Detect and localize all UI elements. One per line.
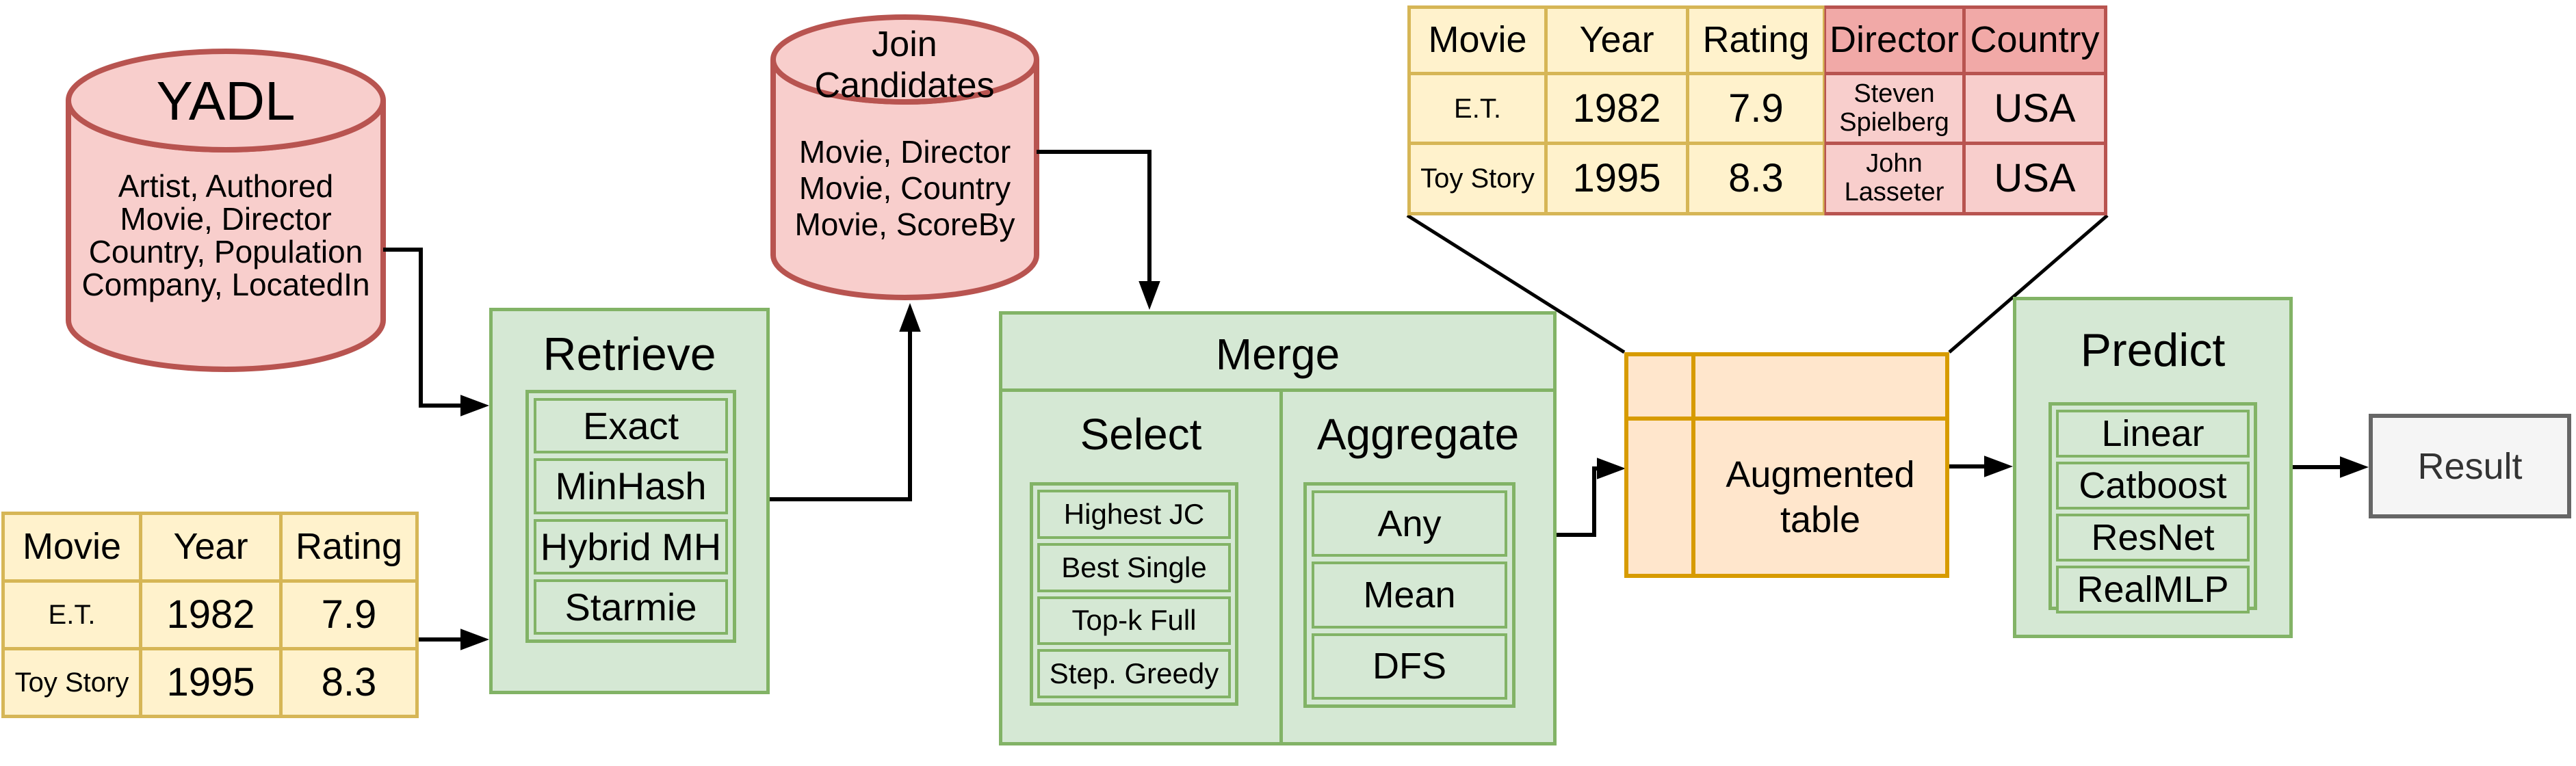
merge-select-methods: Highest JC Best Single Top-k Full Step. … [1030,482,1238,706]
input-table-cell: 1995 [142,650,279,715]
detail-header: Director [1826,9,1962,72]
detail-cell: 7.9 [1689,75,1823,142]
predict-model: RealMLP [2056,566,2250,613]
input-table: Movie Year Rating E.T. 1982 7.9 Toy Stor… [1,512,419,718]
augmented-icon-corner-cell [1628,356,1691,417]
augmented-table-label: Augmented table [1695,421,1945,574]
detail-cell: 8.3 [1689,145,1823,212]
retrieve-method: Hybrid MH [534,518,728,574]
augmented-icon-key-column [1628,421,1691,574]
aggregate-method: Any [1312,490,1507,557]
retrieve-method: MinHash [534,458,728,514]
detail-cell: USA [1966,75,2104,142]
predict-title: Predict [2080,323,2226,376]
detail-header: Year [1548,9,1686,72]
yadl-table-entry: Artist, Authored [118,168,334,204]
callout-line-left [1406,213,1626,354]
merge-header-divider [1002,388,1553,392]
result-label: Result [2417,445,2523,487]
arrow-yadl-to-retrieve [383,248,489,417]
merge-title: Merge [1215,330,1340,379]
predict-model: Catboost [2056,462,2250,510]
detail-cell: 1995 [1548,145,1686,212]
select-method: Best Single [1037,542,1231,592]
yadl-tables-list: Artist, Authored Movie, Director Country… [68,170,383,301]
merge-aggregate-methods: Any Mean DFS [1303,482,1515,708]
input-table-header: Movie [5,515,139,579]
arrow-merge-to-augmented [1557,458,1626,537]
detail-cell: USA [1966,145,2104,212]
detail-cell: Toy Story [1411,145,1544,212]
augmented-table-icon: Augmented table [1624,352,1949,578]
input-table-cell: Toy Story [5,650,139,715]
join-candidates-title: Join Candidates [814,25,995,105]
yadl-title: YADL [156,70,296,131]
input-table-cell: E.T. [5,583,139,647]
yadl-table-entry: Company, LocatedIn [81,267,370,302]
predict-model: Linear [2056,410,2250,458]
yadl-table-entry: Country, Population [88,234,363,269]
merge-aggregate-title: Aggregate [1316,410,1520,459]
detail-header: Movie [1411,9,1544,72]
predict-model: ResNet [2056,514,2250,562]
aggregate-method: Mean [1312,562,1507,629]
join-pair: Movie, ScoreBy [794,207,1015,242]
input-table-cell: 1982 [142,583,279,647]
augmented-icon-header-cell [1695,356,1945,417]
input-table-header: Year [142,515,279,579]
detail-cell: John Lasseter [1826,145,1962,212]
join-candidates-cylinder-shape [770,14,1039,300]
select-method: Top-k Full [1037,596,1231,646]
arrow-join-candidates-to-merge [1037,150,1160,310]
retrieve-method: Exact [534,398,728,454]
detail-cell: 1982 [1548,75,1686,142]
input-table-cell: 8.3 [283,650,415,715]
select-method: Highest JC [1037,490,1231,539]
retrieve-methods: Exact MinHash Hybrid MH Starmie [525,390,736,643]
input-table-header: Rating [283,515,415,579]
result-box: Result [2369,414,2571,518]
join-pair: Movie, Country [798,170,1011,206]
arrow-retrieve-to-join-candidates [770,303,921,501]
join-pair: Movie, Director [798,134,1011,170]
callout-line-right [1948,214,2109,354]
merge-select-title: Select [1080,410,1202,459]
aggregate-method: DFS [1312,633,1507,700]
yadl-cylinder-shape [66,49,386,372]
retrieve-title: Retrieve [543,328,716,380]
join-candidates-list: Movie, Director Movie, Country Movie, Sc… [773,134,1037,243]
detail-cell: Steven Spielberg [1826,75,1962,142]
merge-column-divider [1279,388,1283,742]
select-method: Step. Greedy [1037,649,1231,698]
retrieve-method: Starmie [534,579,728,635]
yadl-table-entry: Movie, Director [120,201,332,237]
detail-header: Country [1966,9,2104,72]
augmented-table-detail: Movie Year Rating Director Country E.T. … [1407,5,2107,215]
detail-cell: E.T. [1411,75,1544,142]
input-table-cell: 7.9 [283,583,415,647]
predict-models: Linear Catboost ResNet RealMLP [2048,402,2257,613]
detail-header: Rating [1689,9,1823,72]
